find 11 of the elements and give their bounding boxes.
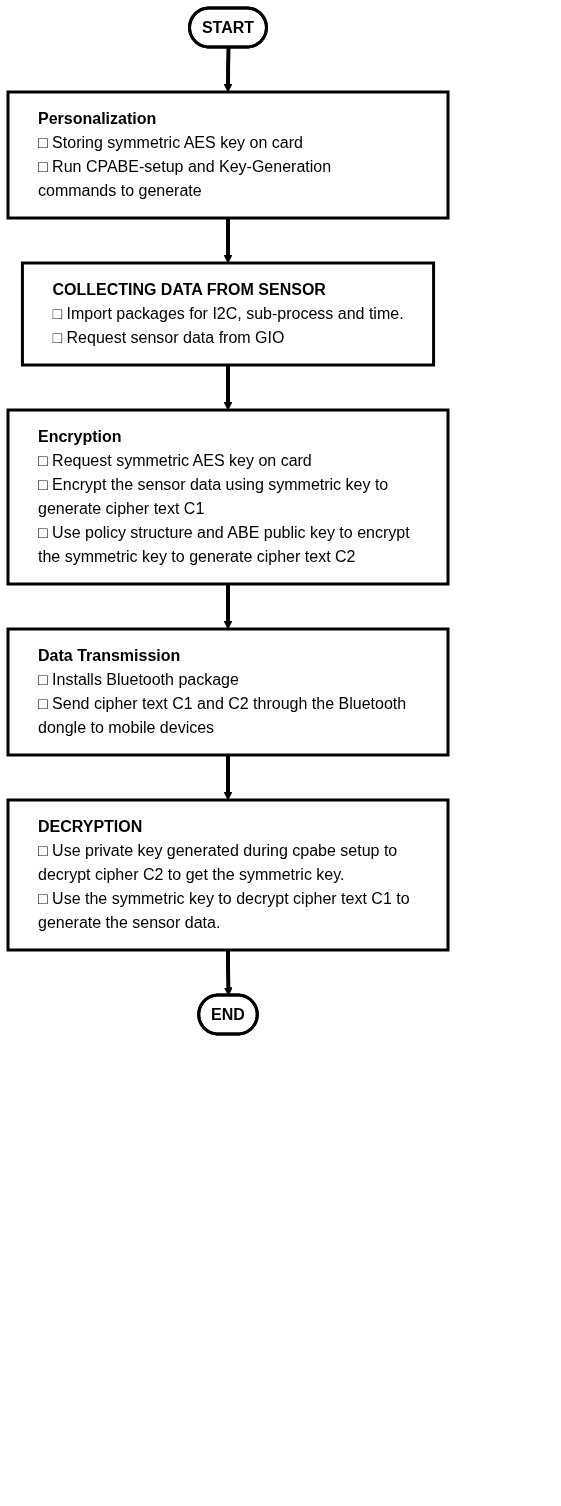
node-box: COLLECTING DATA FROM SENSOR □ Import packages for I2C, sub-process and time. □ Request sensor data from GIO	[20, 261, 436, 367]
arrow	[223, 584, 233, 630]
arrow	[223, 47, 233, 93]
arrow	[223, 218, 233, 264]
node-box: Personalization □ Storing symmetric AES key on card □ Run CPABE-setup and Key-Generation commands to generate	[6, 90, 450, 220]
arrow	[223, 755, 233, 801]
arrow	[223, 365, 233, 411]
node-box: Data Transmission □ Installs Bluetooth package □ Send cipher text C1 and C2 through the Bluetooth dongle to mobile devices	[6, 627, 450, 757]
node-box: DECRYPTION □ Use private key generated during cpabe setup to decrypt cipher C2 to get the symmetric key. □ Use the symmetric key to decrypt cipher text C1 to generate the sensor data.	[6, 798, 450, 952]
arrow	[223, 950, 233, 996]
node-box: Encryption □ Request symmetric AES key on card □ Encrypt the sensor data using symmetric key to generate cipher text C1 □ Use policy structure and ABE public key to encrypt the symmetric key to generate cipher text C2	[6, 408, 450, 586]
